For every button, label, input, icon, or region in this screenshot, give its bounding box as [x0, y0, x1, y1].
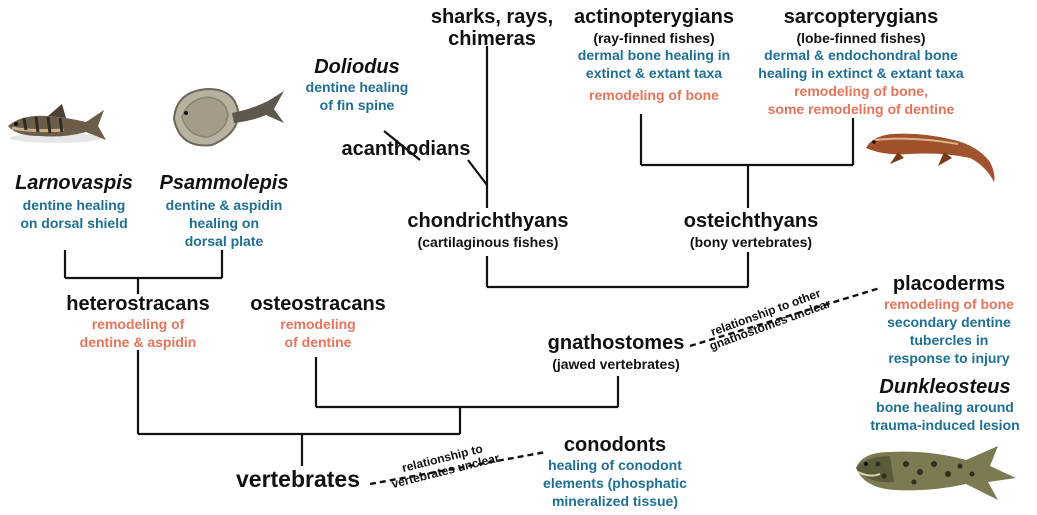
taxon-common-name: (cartilaginous fishes)	[417, 234, 559, 250]
taxon-name: vertebrates	[235, 466, 361, 492]
taxon-conodonts: conodonts healing of conodont elements (…	[520, 434, 710, 510]
taxon-name-line-2: chimeras	[448, 28, 536, 50]
taxon-name: Doliodus	[314, 56, 400, 78]
taxon-heterostracans: heterostracans remodeling of dentine & a…	[56, 293, 220, 351]
dashed-link-placoderms	[689, 286, 881, 348]
remodeling-note: remodeling of bone	[884, 296, 1014, 312]
larnovaspis-illustration	[8, 104, 106, 143]
taxon-common-name: (lobe-finned fishes)	[796, 30, 926, 46]
taxon-vertebrates: vertebrates	[210, 467, 386, 492]
taxon-name: sarcopterygians	[783, 6, 939, 28]
healing-note: healing on	[189, 215, 259, 231]
taxon-name: conodonts	[563, 434, 667, 456]
healing-note: on dorsal shield	[20, 215, 128, 231]
taxon-name: osteichthyans	[683, 210, 819, 232]
taxon-doliodus: Doliodus dentine healing of fin spine	[292, 56, 422, 114]
taxon-sharks-rays-chimeras: sharks, rays, chimeras	[422, 6, 562, 50]
remodeling-note: dentine & aspidin	[79, 334, 197, 350]
taxon-gnathostomes: gnathostomes (jawed vertebrates)	[538, 332, 694, 372]
taxon-name: Larnovaspis	[15, 172, 133, 194]
taxon-name: heterostracans	[66, 293, 210, 315]
taxon-larnovaspis: Larnovaspis dentine healing on dorsal sh…	[6, 172, 142, 232]
healing-note: dorsal plate	[184, 233, 264, 249]
dunkleosteus-illustration	[856, 446, 1016, 500]
healing-note: dentine & aspidin	[165, 197, 283, 213]
taxon-acanthodians: acanthodians	[336, 138, 476, 160]
taxon-name: acanthodians	[341, 138, 471, 160]
healing-note: of fin spine	[319, 97, 395, 113]
taxon-name: Psammolepis	[159, 172, 289, 194]
branch-acanthodian-link	[383, 130, 488, 186]
taxon-osteichthyans: osteichthyans (bony vertebrates)	[676, 210, 826, 250]
remodeling-note: remodeling of	[91, 316, 185, 332]
taxon-common-name: (bony vertebrates)	[689, 234, 813, 250]
taxon-name: gnathostomes	[547, 332, 685, 354]
healing-note: dentine healing	[305, 79, 409, 95]
taxon-placoderms: placoderms remodeling of bone secondary …	[864, 273, 1034, 367]
taxon-chondrichthyans: chondrichthyans (cartilaginous fishes)	[398, 210, 578, 250]
healing-note: extinct & extant taxa	[585, 65, 723, 81]
healing-note: mineralized tissue)	[551, 493, 679, 509]
healing-note: healing of conodont	[548, 457, 682, 473]
psammolepis-illustration	[172, 87, 284, 147]
taxon-name: Dunkleosteus	[879, 376, 1011, 398]
taxon-common-name: (jawed vertebrates)	[552, 356, 680, 372]
branch-osteostracan-split	[314, 357, 620, 409]
remodeling-note: some remodeling of dentine	[767, 101, 955, 117]
remodeling-note: remodeling	[280, 316, 356, 332]
taxon-actinopterygians: actinopterygians (ray-finned fishes) der…	[549, 6, 759, 104]
branch-heterostracan-split	[63, 250, 224, 280]
taxon-sarcopterygians: sarcopterygians (lobe-finned fishes) der…	[736, 6, 986, 118]
healing-note: secondary dentine	[887, 314, 1011, 330]
remodeling-note: remodeling of bone,	[794, 83, 928, 99]
remodeling-note: remodeling of bone	[589, 87, 719, 103]
healing-note: bone healing around	[876, 399, 1014, 415]
healing-note: dentine healing	[22, 197, 126, 213]
healing-note: response to injury	[888, 350, 1010, 366]
healing-note: trauma-induced lesion	[870, 417, 1020, 433]
lobe-finned-fish-illustration	[866, 133, 995, 182]
taxon-name-line-1: sharks, rays,	[430, 6, 554, 28]
healing-note: dermal bone healing in	[577, 47, 731, 63]
branch-gnathostome-split	[485, 252, 750, 289]
taxon-psammolepis: Psammolepis dentine & aspidin healing on…	[150, 172, 298, 250]
taxon-name: placoderms	[892, 273, 1006, 295]
healing-note: healing in extinct & extant taxa	[758, 65, 964, 81]
taxon-name: chondrichthyans	[407, 210, 569, 232]
taxon-dunkleosteus: Dunkleosteus bone healing around trauma-…	[856, 376, 1034, 434]
branch-osteichthyan-split	[639, 114, 855, 167]
remodeling-note: of dentine	[284, 334, 352, 350]
taxon-name: osteostracans	[250, 293, 386, 315]
healing-note: tubercles in	[909, 332, 989, 348]
taxon-common-name: (ray-finned fishes)	[593, 30, 715, 46]
taxon-osteostracans: osteostracans remodeling of dentine	[240, 293, 396, 351]
healing-note: elements (phosphatic	[543, 475, 687, 491]
taxon-name: actinopterygians	[573, 6, 735, 28]
healing-note: dermal & endochondral bone	[764, 47, 958, 63]
